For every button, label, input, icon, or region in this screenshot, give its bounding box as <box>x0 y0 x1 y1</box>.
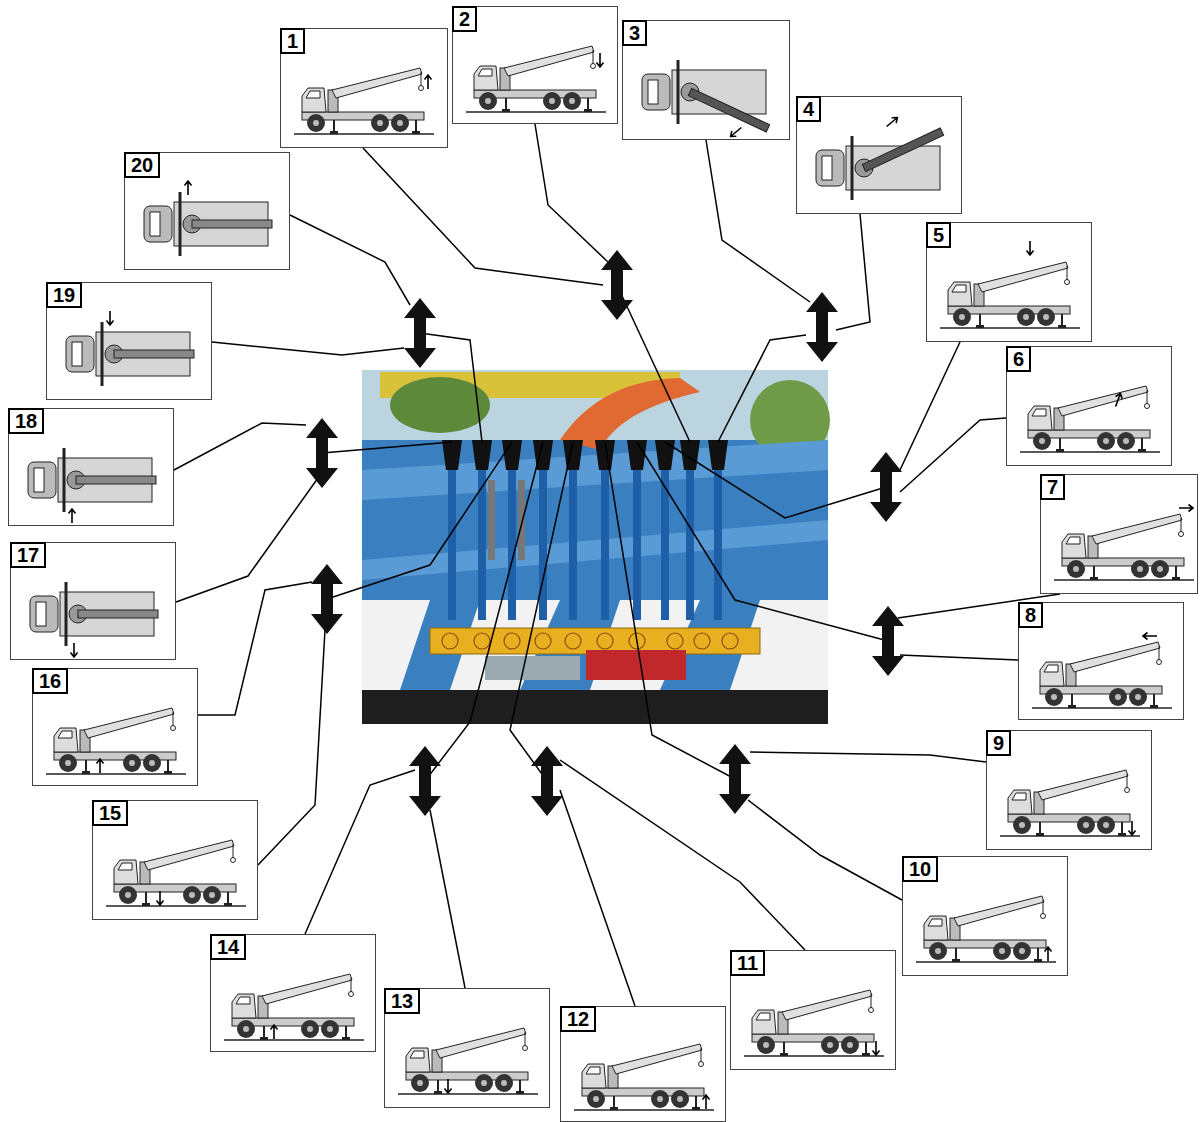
callout-number: 3 <box>622 20 647 46</box>
lever-set <box>442 440 728 620</box>
callout-number: 15 <box>92 800 128 826</box>
callout-number: 9 <box>986 730 1011 756</box>
callout-number: 11 <box>730 950 765 976</box>
function-box: 1 <box>280 28 448 148</box>
function-box: 8 <box>1018 602 1184 720</box>
lever-arrows <box>306 250 904 816</box>
callout-number: 6 <box>1006 346 1031 372</box>
function-box: 9 <box>986 730 1152 850</box>
function-box: 10 <box>902 856 1068 976</box>
function-box: 5 <box>926 222 1092 342</box>
function-box: 2 <box>452 6 618 124</box>
callout-number: 20 <box>124 152 160 178</box>
function-box: 3 <box>622 20 790 140</box>
function-box: 7 <box>1040 474 1198 594</box>
function-box: 15 <box>92 800 258 920</box>
function-box: 13 <box>384 988 550 1108</box>
function-box: 6 <box>1006 346 1172 466</box>
function-box: 17 <box>10 542 176 660</box>
callout-number: 12 <box>560 1006 596 1032</box>
callout-number: 4 <box>796 96 821 122</box>
function-box: 20 <box>124 152 290 270</box>
callout-number: 18 <box>8 408 44 434</box>
callout-number: 19 <box>46 282 82 308</box>
callout-number: 1 <box>280 28 305 54</box>
callout-number: 10 <box>902 856 938 882</box>
function-box: 16 <box>32 668 198 786</box>
function-box: 12 <box>560 1006 726 1122</box>
callout-number: 13 <box>384 988 420 1014</box>
callout-number: 5 <box>926 222 951 248</box>
callout-number: 2 <box>452 6 477 32</box>
leader-lines <box>174 124 1060 1006</box>
function-box: 14 <box>210 934 376 1052</box>
callout-number: 7 <box>1040 474 1065 500</box>
callout-number: 17 <box>10 542 46 568</box>
function-box: 19 <box>46 282 212 400</box>
function-box: 18 <box>8 408 174 526</box>
control-photo <box>362 370 830 724</box>
callout-number: 16 <box>32 668 68 694</box>
crane-icons <box>28 46 1194 1110</box>
function-box: 11 <box>730 950 896 1070</box>
callout-number: 14 <box>210 934 246 960</box>
function-box: 4 <box>796 96 962 214</box>
callout-number: 8 <box>1018 602 1043 628</box>
